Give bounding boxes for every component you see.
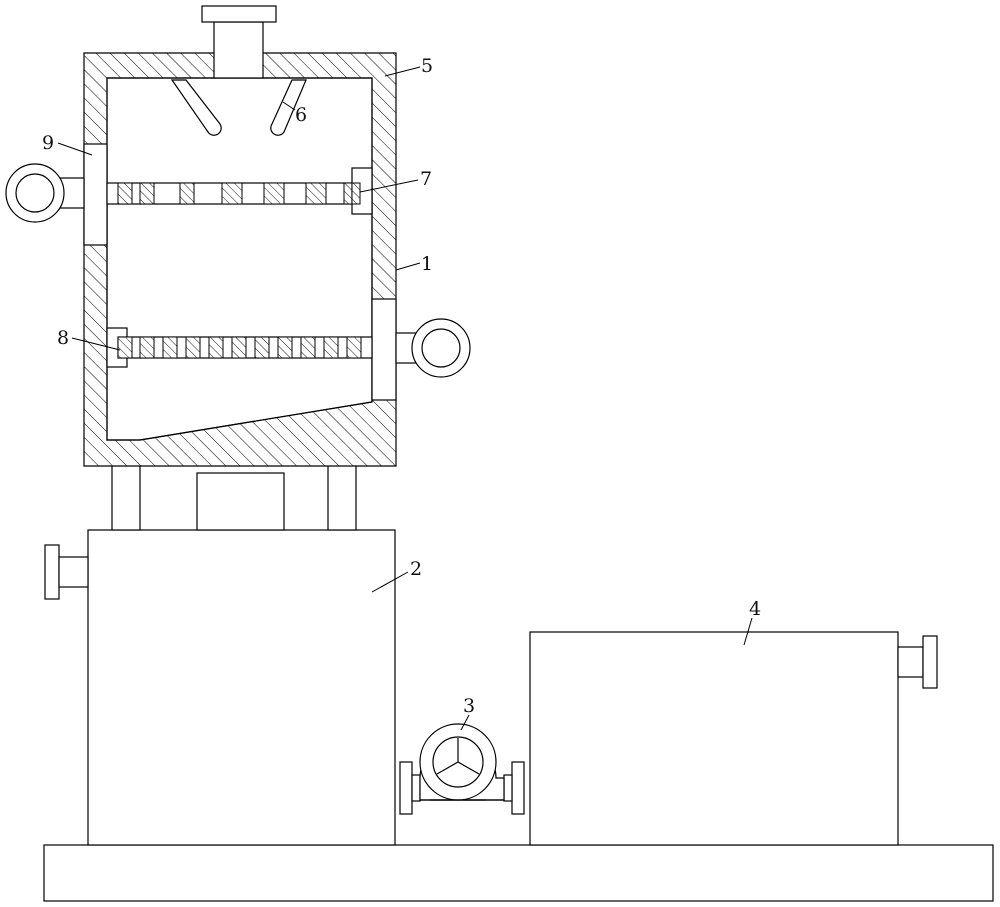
top-inlet-pipe xyxy=(201,5,277,79)
upper-filter-screen-7 xyxy=(106,167,373,215)
right-side-port xyxy=(371,298,471,401)
callout-1: 1 xyxy=(421,253,433,275)
callout-2: 2 xyxy=(410,558,422,580)
leader-lines xyxy=(57,66,753,731)
tank-4-side-flange xyxy=(897,635,938,689)
spray-nozzles-6 xyxy=(170,79,307,136)
right-tank-4 xyxy=(529,631,899,846)
callout-6: 6 xyxy=(295,104,307,126)
callout-9: 9 xyxy=(42,132,54,154)
callout-7: 7 xyxy=(420,168,432,190)
callout-8: 8 xyxy=(57,327,69,349)
left-side-port-9 xyxy=(5,143,108,246)
tower-housing-1 xyxy=(83,52,397,467)
callout-4: 4 xyxy=(749,598,761,620)
pump-3 xyxy=(399,723,525,815)
callout-5: 5 xyxy=(421,55,433,77)
tank-2-side-flange xyxy=(44,544,89,600)
lower-tank-2 xyxy=(87,529,396,846)
base-plate xyxy=(43,844,994,902)
lower-filter-screen-8 xyxy=(106,327,373,368)
callout-3: 3 xyxy=(463,695,475,717)
